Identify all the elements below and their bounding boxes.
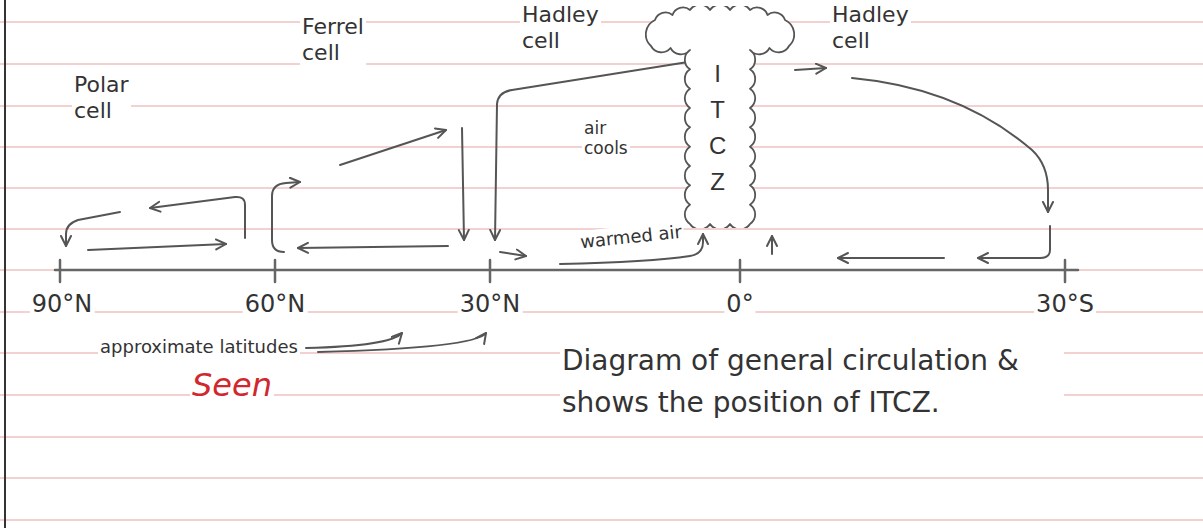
ferrel-cell-arrow	[272, 182, 300, 252]
pointer-arrow	[306, 333, 402, 348]
ruled-line	[0, 436, 1203, 437]
axis-tick	[489, 260, 492, 282]
note-label: approximate latitudes	[98, 336, 300, 358]
cloud-band: ITCZ	[645, 6, 795, 228]
polar-cell-arrow	[150, 197, 245, 238]
axis-tick	[59, 260, 62, 282]
cell-label: Hadley cell	[520, 2, 601, 55]
axis-tick	[274, 260, 277, 282]
latitude-label: 60°N	[243, 290, 308, 319]
hadley-cell-arrow	[771, 236, 773, 254]
ruled-line	[0, 269, 1203, 270]
hadley-cell-arrow	[852, 78, 1048, 212]
cell-label: Polar cell	[72, 72, 131, 125]
axis-tick	[1064, 260, 1067, 282]
teacher-mark: Seen	[190, 366, 274, 404]
latitude-label: 90°N	[30, 290, 95, 319]
hadley-cell-arrow	[500, 252, 526, 256]
ruled-line	[0, 311, 1203, 312]
circulation-arrows	[66, 62, 1050, 352]
ruled-line	[0, 21, 1203, 22]
ruled-line	[0, 63, 1203, 64]
hadley-cell-arrow	[495, 62, 688, 240]
hadley-cell-arrow	[795, 68, 826, 70]
cell-label: Ferrel cell	[300, 14, 366, 67]
polar-cell-arrow	[66, 212, 120, 246]
zone-label: ITCZ	[708, 56, 732, 200]
margin-line	[4, 0, 6, 528]
ruled-line	[0, 519, 1203, 520]
cell-label: Hadley cell	[830, 2, 911, 55]
latitude-label: 30°S	[1034, 290, 1096, 319]
diagram-caption: Diagram of general circulation & shows t…	[560, 340, 1064, 424]
ruled-line	[0, 477, 1203, 478]
process-note: warmed air	[577, 221, 685, 254]
cloud-outline-path	[646, 6, 794, 228]
ferrel-cell-arrow	[298, 246, 448, 248]
ferrel-cell-arrow	[340, 130, 446, 165]
pointer-arrow	[318, 333, 486, 352]
axis-line	[55, 269, 1078, 272]
axis-tick	[739, 260, 742, 282]
polar-cell-arrow	[88, 244, 226, 250]
latitude-label: 30°N	[458, 290, 523, 319]
ruled-line	[0, 187, 1203, 188]
latitude-label: 0°	[724, 290, 755, 319]
ferrel-cell-arrow	[462, 128, 464, 240]
ruled-lines	[0, 22, 1203, 520]
hadley-cell-arrow	[838, 257, 944, 259]
ruled-line	[0, 105, 1203, 106]
hadley-cell-arrow	[978, 226, 1050, 258]
process-note: air cools	[582, 118, 630, 159]
